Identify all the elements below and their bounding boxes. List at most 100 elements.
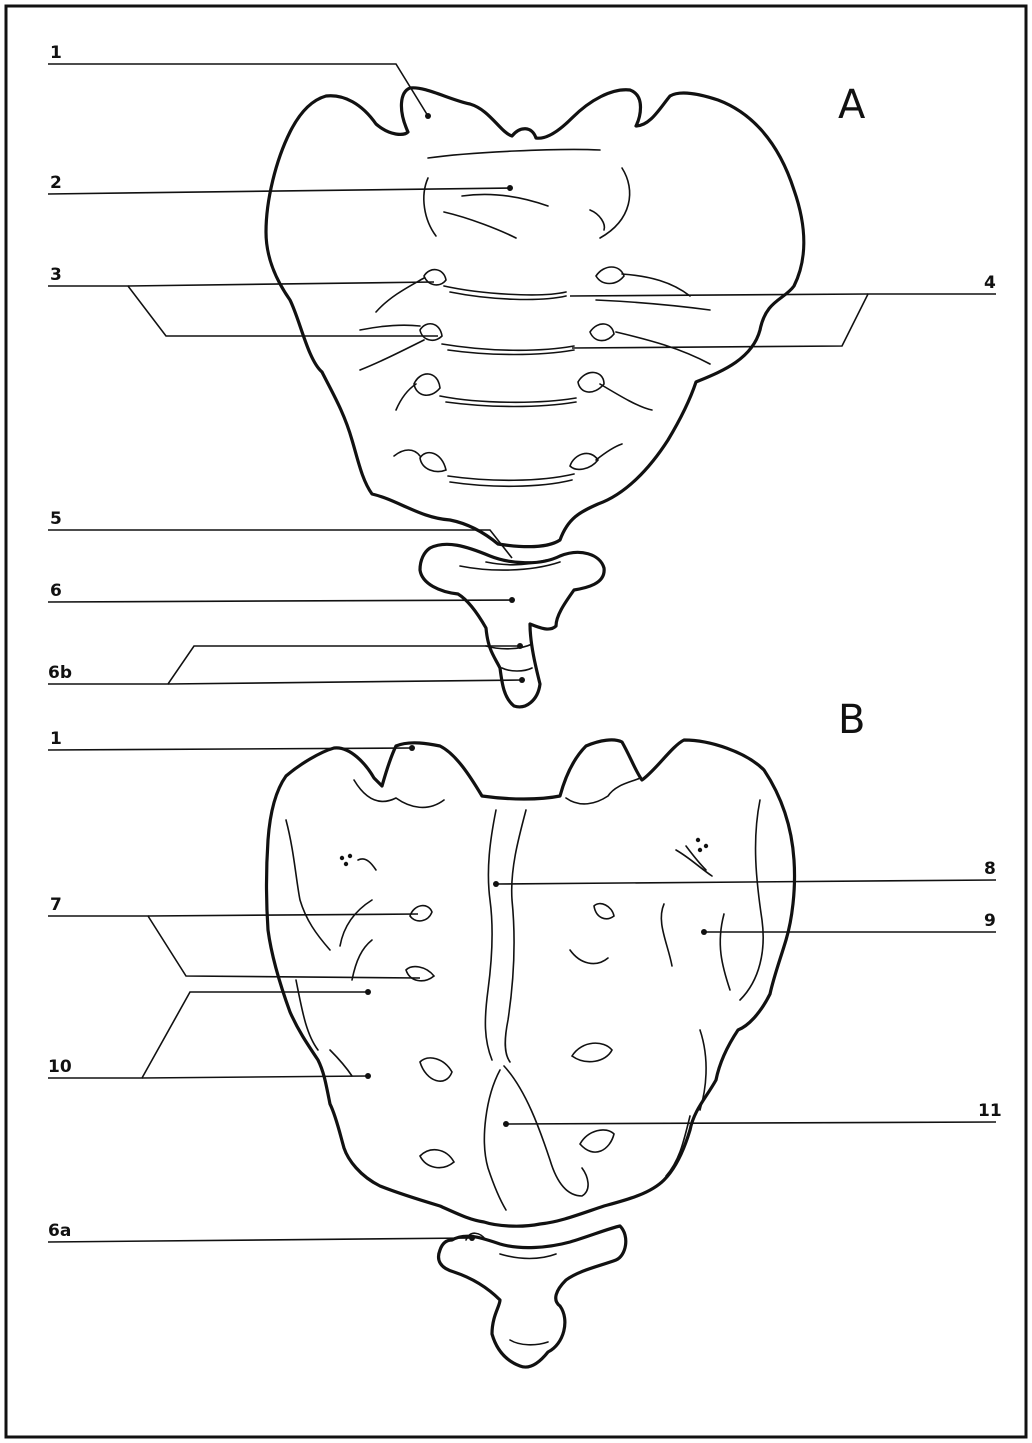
label-9: 9 bbox=[984, 911, 996, 931]
posterior-foramen-3-right bbox=[572, 1043, 612, 1062]
label-6: 6 bbox=[50, 581, 62, 601]
leader-lines bbox=[48, 64, 996, 1242]
dot-cluster-right bbox=[696, 838, 700, 842]
leader-8-dot bbox=[493, 881, 499, 887]
leader-3 bbox=[48, 286, 438, 336]
leader-7 bbox=[48, 916, 420, 978]
leader-6a-dot bbox=[469, 1235, 475, 1241]
leader-10-dot2 bbox=[365, 1073, 371, 1079]
leader-6b-bottom bbox=[168, 680, 522, 684]
anterior-foramen-1-right bbox=[596, 267, 624, 284]
median-sacral-crest-2 bbox=[505, 810, 526, 1062]
leader-1a bbox=[48, 64, 428, 116]
lateral-crest-left-1 bbox=[286, 820, 330, 950]
transverse-ridge-3 bbox=[440, 396, 576, 402]
leader-6b-dot bbox=[517, 643, 523, 649]
transverse-ridge-4 bbox=[448, 474, 574, 480]
label-3: 3 bbox=[50, 265, 62, 285]
lateral-crest-right-3 bbox=[661, 904, 672, 966]
leader-2 bbox=[48, 188, 510, 194]
lateral-line-r2 bbox=[596, 300, 710, 310]
lateral-crest-right-2 bbox=[720, 914, 730, 990]
label-10: 10 bbox=[48, 1057, 72, 1077]
coccyx-a-segment2 bbox=[502, 668, 532, 671]
dot-cluster-left-line bbox=[358, 859, 376, 870]
coccyx-posterior-outline bbox=[439, 1226, 626, 1367]
sacral-body-s1-line bbox=[462, 194, 548, 206]
coccyx-anterior-view bbox=[420, 544, 604, 707]
leader-10-bottom bbox=[142, 1076, 368, 1078]
sacrum-posterior-view bbox=[267, 740, 795, 1226]
dot-cluster-left bbox=[340, 856, 344, 860]
anterior-foramen-2-left bbox=[420, 324, 442, 341]
coccyx-posterior-view bbox=[439, 1226, 626, 1367]
sacral-body-s1-line2 bbox=[444, 212, 516, 238]
superior-articular-right bbox=[566, 778, 640, 804]
leader-6-dot bbox=[509, 597, 515, 603]
coccyx-a-ridge bbox=[460, 562, 560, 570]
leader-8 bbox=[496, 880, 996, 884]
lateral-line-l5 bbox=[394, 450, 420, 456]
sacrum-anterior-outline bbox=[266, 88, 804, 547]
sacral-body-s1-top bbox=[428, 149, 600, 158]
lateral-crest-right-1 bbox=[740, 800, 763, 1000]
lateral-line-r5 bbox=[596, 444, 622, 460]
lateral-crest-right-4 bbox=[676, 850, 712, 876]
label-1-b: 1 bbox=[50, 729, 62, 749]
leader-6 bbox=[48, 600, 512, 602]
dot-cluster-left-3 bbox=[344, 862, 348, 866]
anterior-foramen-4-right bbox=[570, 453, 598, 469]
label-8: 8 bbox=[984, 859, 996, 879]
view-label-a: A bbox=[838, 82, 866, 128]
dot-cluster-left-2 bbox=[348, 854, 352, 858]
dot-cluster-right-3 bbox=[698, 848, 702, 852]
leader-7-top bbox=[148, 914, 418, 916]
leader-4-top bbox=[570, 294, 868, 296]
coccyx-b-ridge bbox=[500, 1254, 556, 1259]
leader-11 bbox=[506, 1122, 996, 1124]
sacral-body-s1-left bbox=[424, 178, 436, 236]
dot-cluster-right-2 bbox=[704, 844, 708, 848]
transverse-ridge-1b bbox=[450, 292, 566, 299]
coccyx-anterior-outline bbox=[420, 544, 604, 707]
anterior-foramen-4-left bbox=[420, 453, 446, 472]
label-2: 2 bbox=[50, 173, 62, 193]
leader-1b-dot bbox=[409, 745, 415, 751]
lateral-line-r4 bbox=[600, 384, 652, 410]
anterior-foramen-2-right bbox=[590, 324, 614, 341]
lateral-line-l4 bbox=[396, 384, 416, 410]
coccyx-b-segment bbox=[510, 1340, 548, 1345]
median-sacral-crest bbox=[485, 810, 496, 1060]
leader-1a-dot bbox=[425, 113, 431, 119]
lateral-crest-left-2 bbox=[296, 980, 318, 1050]
sacral-hiatus-line-2 bbox=[504, 1066, 588, 1196]
lateral-line-l2 bbox=[360, 325, 420, 330]
lateral-crest-left-5 bbox=[352, 940, 372, 980]
lateral-crest-left-4 bbox=[340, 900, 372, 946]
lateral-line-r1 bbox=[622, 274, 690, 296]
superior-articular-left bbox=[354, 780, 444, 807]
posterior-foramen-2-right bbox=[570, 950, 608, 964]
posterior-foramen-4-right bbox=[580, 1130, 614, 1152]
posterior-foramen-1-right bbox=[594, 904, 614, 919]
lateral-line-l3 bbox=[360, 340, 424, 370]
leader-2-dot bbox=[507, 185, 513, 191]
leader-6a bbox=[48, 1238, 472, 1242]
lateral-crest-right-6 bbox=[666, 1116, 690, 1176]
view-label-b: B bbox=[838, 697, 865, 743]
sacral-body-s1-line3 bbox=[590, 210, 604, 230]
leader-9-dot bbox=[701, 929, 707, 935]
transverse-ridge-2 bbox=[442, 344, 574, 350]
leader-10-dot bbox=[365, 989, 371, 995]
leader-6b bbox=[48, 646, 520, 684]
anterior-foramen-3-right bbox=[578, 372, 604, 392]
label-11: 11 bbox=[978, 1101, 1002, 1121]
label-7: 7 bbox=[50, 895, 62, 915]
sacral-hiatus-line bbox=[484, 1070, 506, 1210]
anterior-foramen-3-left bbox=[414, 374, 440, 395]
labels: 1 2 3 4 5 6 6b 1 7 8 9 10 11 6a bbox=[48, 43, 1002, 1241]
sacrum-posterior-outline bbox=[267, 740, 795, 1226]
posterior-foramen-3-left bbox=[420, 1058, 452, 1081]
label-5: 5 bbox=[50, 509, 62, 529]
